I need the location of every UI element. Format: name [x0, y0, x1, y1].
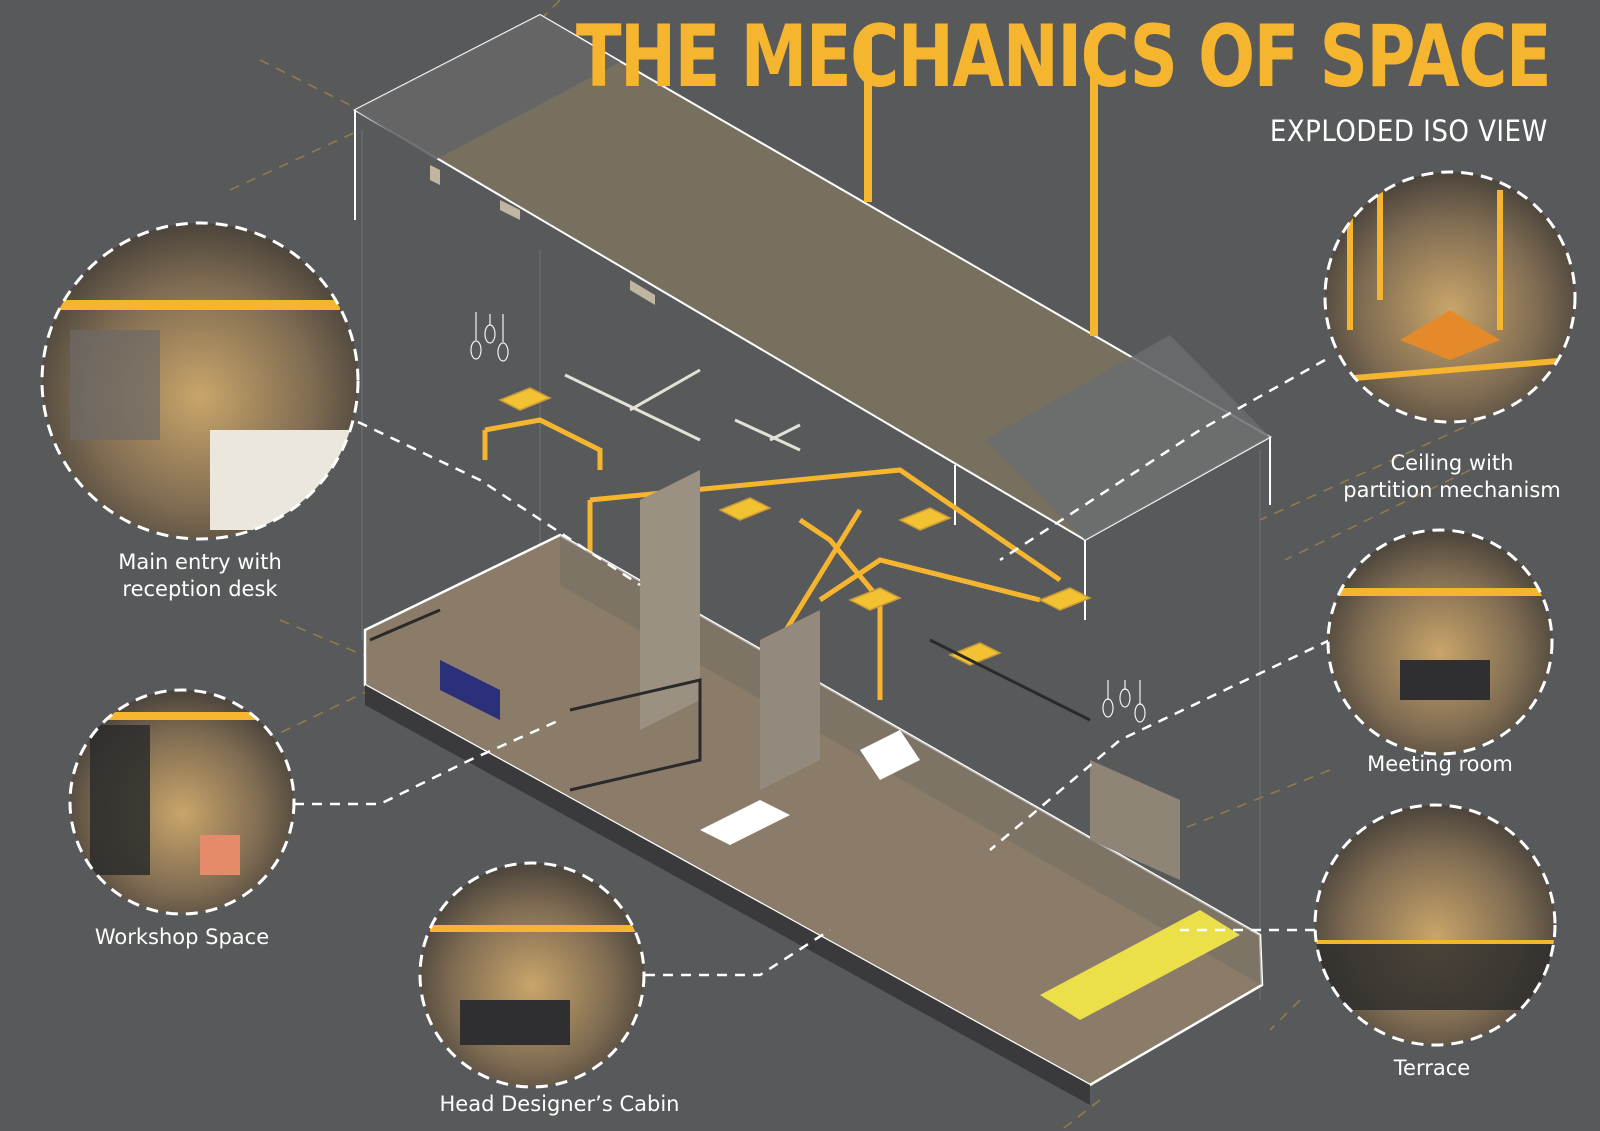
pendant-lights: [470, 312, 1146, 723]
caption-line: Main entry with: [118, 550, 282, 574]
caption-main-entry: Main entry with reception desk: [90, 549, 310, 604]
caption-line: reception desk: [122, 577, 278, 602]
page-subtitle: EXPLODED ISO VIEW: [1270, 114, 1548, 148]
caption-line: Head Designer’s Cabin: [439, 1092, 680, 1116]
callout-meeting[interactable]: [1326, 528, 1555, 756]
caption-cabin: Head Designer’s Cabin: [422, 1091, 697, 1118]
leader-lines: [294, 358, 1331, 977]
caption-meeting: Meeting room: [1340, 751, 1540, 778]
callout-terrace[interactable]: [1313, 803, 1557, 1047]
callout-cabin[interactable]: [418, 861, 650, 1089]
callout-main-entry[interactable]: [40, 221, 360, 541]
caption-line: Workshop Space: [94, 925, 270, 949]
caption-line: Meeting room: [1367, 752, 1513, 776]
callout-workshop[interactable]: [68, 688, 300, 916]
caption-ceiling: Ceiling with partition mechanism: [1322, 450, 1582, 505]
caption-line: Terrace: [1393, 1056, 1471, 1080]
caption-line: Ceiling with: [1390, 451, 1514, 475]
caption-workshop: Workshop Space: [72, 924, 292, 951]
floor-plate: [363, 470, 1264, 1105]
page-title: THE MECHANICS OF SPACE: [575, 7, 1552, 107]
caption-line: partition mechanism: [1343, 478, 1561, 503]
caption-terrace: Terrace: [1362, 1055, 1502, 1082]
title-ducts: [864, 30, 1098, 336]
roof-slab: [352, 13, 1273, 620]
callout-ceiling[interactable]: [1323, 170, 1577, 424]
